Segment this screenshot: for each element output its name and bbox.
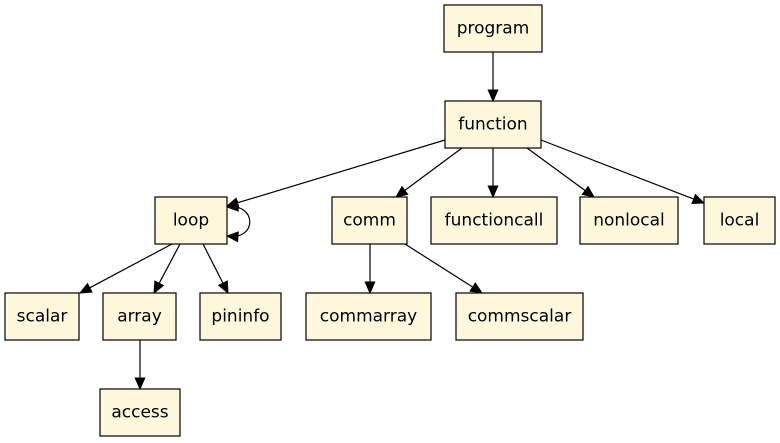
arrowhead [225, 231, 239, 243]
arrowhead [691, 193, 706, 205]
node-commscalar: commscalar [455, 292, 584, 341]
node-label: functioncall [445, 211, 544, 231]
nodes-layer: program function loop comm functioncall nonlo… [4, 4, 776, 437]
arrowhead [225, 200, 239, 212]
edge-function-to-nonlocal [526, 147, 596, 198]
node-box [443, 4, 543, 53]
edge-line [88, 243, 173, 289]
arrowhead [217, 280, 229, 295]
node-label: nonlocal [593, 211, 665, 231]
node-nonlocal: nonlocal [579, 196, 679, 245]
node-box [331, 196, 408, 245]
node-comm: comm [331, 196, 408, 245]
node-box [305, 292, 432, 341]
edge-line [236, 139, 446, 204]
edge-loop-to-array [153, 243, 181, 295]
edge-line [158, 243, 181, 285]
node-box [199, 292, 282, 341]
arrowhead [134, 377, 146, 391]
edge-loop-to-scalar [78, 243, 173, 294]
edge-program-to-function [487, 52, 499, 103]
edge-comm-to-commarray [364, 244, 376, 295]
arrowhead [469, 282, 484, 294]
edge-line [404, 243, 474, 289]
node-commarray: commarray [305, 292, 432, 341]
arrowhead [581, 185, 596, 198]
node-label: loop [173, 211, 209, 231]
node-box [102, 292, 177, 341]
node-box [4, 292, 80, 341]
node-label: scalar [17, 307, 68, 327]
node-box [455, 292, 584, 341]
node-label: function [458, 115, 527, 135]
node-box [430, 196, 558, 245]
node-pininfo: pininfo [199, 292, 282, 341]
edge-line [403, 147, 463, 192]
node-label: commarray [320, 307, 417, 327]
node-local: local [703, 196, 776, 245]
node-program: program [443, 4, 543, 53]
node-label: program [457, 19, 530, 39]
node-box [99, 388, 181, 437]
edge-line [540, 139, 695, 200]
node-scalar: scalar [4, 292, 80, 341]
node-label: commscalar [468, 307, 572, 327]
node-functioncall: functioncall [430, 196, 558, 245]
edge-function-to-local [540, 139, 706, 205]
arrowhead [364, 281, 376, 295]
arrowhead [78, 282, 93, 294]
edge-comm-to-commscalar [404, 243, 484, 294]
arrowhead [487, 185, 499, 199]
edge-line [202, 243, 224, 285]
edge-loop-to-pininfo [202, 243, 229, 295]
arrowhead [153, 280, 165, 295]
node-label: local [720, 211, 760, 231]
node-array: array [102, 292, 177, 341]
edge-loop-to-loop [225, 200, 251, 243]
node-label: array [117, 307, 162, 327]
node-loop: loop [154, 196, 228, 245]
node-box [703, 196, 776, 245]
edge-array-to-access [134, 340, 146, 391]
edge-function-to-functioncall [487, 148, 499, 199]
arrowhead [394, 185, 409, 198]
node-label: comm [343, 211, 396, 231]
node-box [154, 196, 228, 245]
node-function: function [444, 100, 542, 149]
edges-layer [78, 52, 706, 391]
node-label: pininfo [211, 307, 269, 327]
edge-function-to-comm [394, 147, 463, 198]
node-access: access [99, 388, 181, 437]
node-box [444, 100, 542, 149]
node-label: access [111, 403, 168, 423]
node-box [579, 196, 679, 245]
arrowhead [487, 89, 499, 103]
edge-line [526, 147, 587, 192]
